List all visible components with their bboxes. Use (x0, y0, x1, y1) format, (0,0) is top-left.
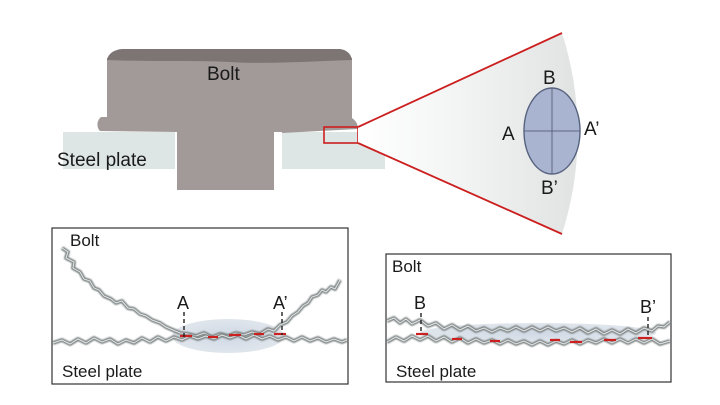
label-b-prime: B’ (541, 178, 558, 199)
panel-a-marker-a-prime: A’ (273, 293, 288, 313)
panel-b-plate-label: Steel plate (396, 362, 476, 381)
label-a-prime: A’ (584, 119, 599, 140)
panel-a-frame (51, 227, 349, 385)
panel-a-marker-a: A (177, 293, 189, 313)
bolt-body (97, 58, 358, 190)
panel-b-contact-spots (416, 332, 652, 344)
panel-b-bolt-label: Bolt (392, 257, 422, 276)
panel-a-bolt-label: Bolt (70, 231, 100, 250)
panel-b-frame (385, 253, 672, 383)
steel-plate-label: Steel plate (57, 150, 147, 171)
top-section: Bolt Steel plate B B’ A A’ (57, 32, 599, 235)
bolt-label: Bolt (207, 64, 240, 85)
zoom-line-top (357, 32, 563, 128)
panel-b-plate-surface-highlight (386, 335, 671, 346)
panel-a-plate-label: Steel plate (62, 362, 142, 381)
panel-a-plate-surface-highlight (52, 334, 348, 345)
label-a: A (502, 124, 515, 145)
bolt-cap (107, 49, 352, 63)
panel-a: A A’ Bolt Steel plate (51, 227, 349, 385)
label-b: B (543, 68, 556, 89)
panel-b-marker-b: B (414, 293, 426, 313)
panel-b-bolt-surface-highlight (386, 317, 671, 335)
panel-a-contact-spots (180, 332, 286, 339)
panel-b: B B’ Bolt Steel plate (385, 253, 672, 383)
steel-plate-left (63, 132, 175, 169)
zoom-wedge (358, 33, 578, 234)
zoom-line-bottom (357, 142, 563, 235)
panel-b-marker-b-prime: B’ (640, 297, 656, 317)
